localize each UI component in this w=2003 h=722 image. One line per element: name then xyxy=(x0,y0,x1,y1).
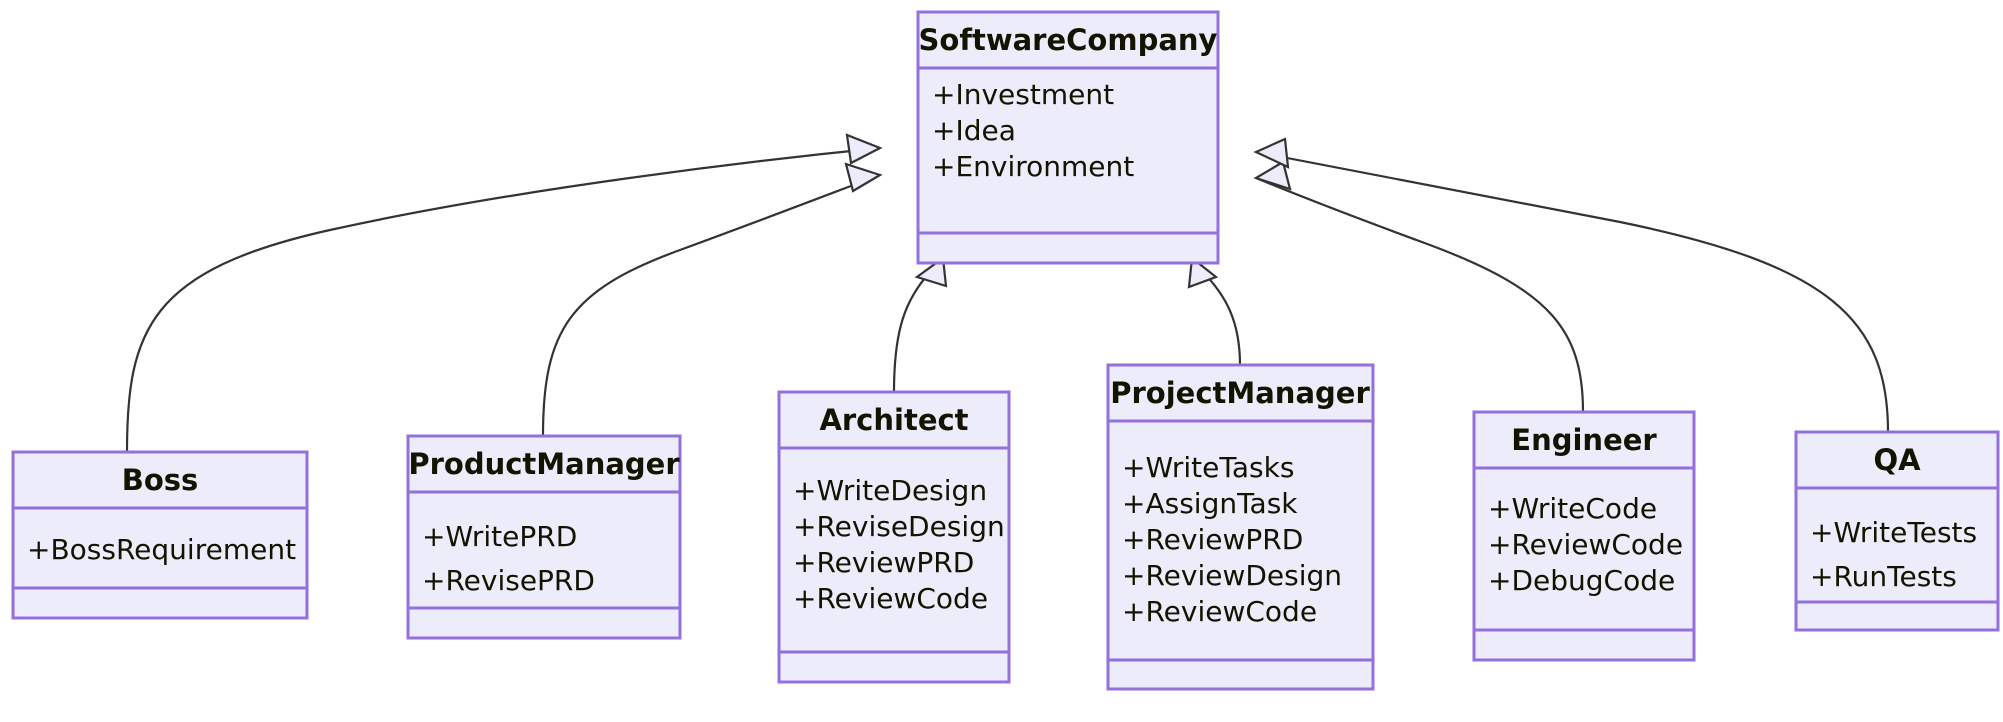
class-box-outline-software-company xyxy=(916,10,1220,265)
class-attribute-qa-0: +WriteTests xyxy=(1810,516,1977,549)
class-box-product-manager[interactable]: ProductManager +WritePRD +RevisePRD xyxy=(406,434,682,640)
edge-architect-to-softwarecompany[interactable] xyxy=(892,255,948,393)
class-title-product-manager: ProductManager xyxy=(408,447,680,481)
edge-productmanager-to-softwarecompany[interactable] xyxy=(541,162,883,437)
edge-layer xyxy=(125,133,1890,453)
class-box-boss[interactable]: Boss +BossRequirement xyxy=(11,450,309,620)
class-attribute-architect-0: +WriteDesign xyxy=(793,474,987,507)
class-box-architect[interactable]: Architect +WriteDesign +ReviseDesign +Re… xyxy=(777,390,1011,684)
class-attribute-project-manager-2: +ReviewPRD xyxy=(1122,523,1303,556)
class-box-project-manager[interactable]: ProjectManager +WriteTasks +AssignTask +… xyxy=(1106,363,1375,691)
class-attribute-software-company-2: +Environment xyxy=(932,150,1134,183)
class-box-outline-project-manager xyxy=(1106,363,1375,691)
class-box-qa[interactable]: QA +WriteTests +RunTests xyxy=(1794,430,2000,632)
class-attribute-engineer-1: +ReviewCode xyxy=(1488,528,1683,561)
class-attribute-engineer-0: +WriteCode xyxy=(1488,492,1657,525)
edge-qa-to-softwarecompany[interactable] xyxy=(1253,137,1890,433)
class-attribute-product-manager-1: +RevisePRD xyxy=(422,564,595,597)
class-title-architect: Architect xyxy=(819,403,968,437)
class-box-outline-boss xyxy=(11,450,309,620)
edge-engineer-to-softwarecompany[interactable] xyxy=(1253,160,1585,413)
class-attribute-boss-0: +BossRequirement xyxy=(27,533,296,566)
class-attribute-project-manager-4: +ReviewCode xyxy=(1122,595,1317,628)
class-box-outline-engineer xyxy=(1472,410,1696,662)
edge-boss-to-softwarecompany[interactable] xyxy=(125,133,883,453)
class-attribute-project-manager-3: +ReviewDesign xyxy=(1122,559,1342,592)
class-attribute-project-manager-1: +AssignTask xyxy=(1122,487,1298,520)
class-attribute-architect-1: +ReviseDesign xyxy=(793,510,1005,543)
class-attribute-qa-1: +RunTests xyxy=(1810,560,1957,593)
class-attribute-architect-3: +ReviewCode xyxy=(793,582,988,615)
class-box-outline-architect xyxy=(777,390,1011,684)
edge-projectmanager-to-softwarecompany[interactable] xyxy=(1187,255,1242,366)
class-title-boss: Boss xyxy=(122,463,199,497)
class-title-engineer: Engineer xyxy=(1511,423,1657,457)
class-title-qa: QA xyxy=(1873,443,1921,477)
class-title-project-manager: ProjectManager xyxy=(1110,376,1370,410)
class-attribute-architect-2: +ReviewPRD xyxy=(793,546,974,579)
class-box-software-company[interactable]: SoftwareCompany +Investment +Idea +Envir… xyxy=(916,10,1220,265)
class-box-outline-product-manager xyxy=(406,434,682,640)
class-box-engineer[interactable]: Engineer +WriteCode +ReviewCode +DebugCo… xyxy=(1472,410,1696,662)
class-attribute-engineer-2: +DebugCode xyxy=(1488,564,1675,597)
class-attribute-product-manager-0: +WritePRD xyxy=(422,520,577,553)
class-box-outline-qa xyxy=(1794,430,2000,632)
class-attribute-software-company-1: +Idea xyxy=(932,114,1016,147)
class-title-software-company: SoftwareCompany xyxy=(919,23,1218,57)
class-attribute-project-manager-0: +WriteTasks xyxy=(1122,451,1294,484)
class-attribute-software-company-0: +Investment xyxy=(932,78,1114,111)
